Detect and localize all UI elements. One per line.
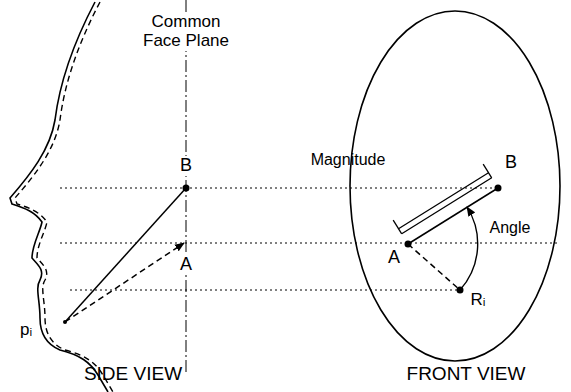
plane-title: Common Face Plane — [137, 13, 236, 50]
guide-line — [70, 290, 460, 291]
angle-label: Angle — [490, 219, 531, 237]
view-title: FRONT VIEW — [407, 364, 526, 385]
point-dot — [183, 185, 190, 192]
point-dot — [63, 320, 67, 324]
face-profile — [10, 2, 108, 392]
point-label: A — [178, 255, 194, 275]
point-label: B — [178, 156, 194, 176]
face-outline — [350, 11, 560, 361]
magnitude-bar — [402, 178, 492, 234]
vector-line — [65, 188, 186, 322]
vector-line-dashed — [65, 243, 184, 322]
angle-arc — [460, 207, 478, 290]
point-label: B — [505, 153, 517, 173]
point-dot — [405, 241, 412, 248]
magnitude-label: Magnitude — [311, 151, 386, 169]
guide-line — [60, 188, 500, 189]
point-dot — [457, 287, 464, 294]
view-title: SIDE VIEW — [84, 364, 182, 385]
magnitude-tick — [483, 164, 492, 178]
point-label: pᵢ — [20, 321, 32, 340]
magnitude-bar — [399, 173, 489, 229]
point-dot — [495, 185, 502, 192]
guide-line — [60, 243, 560, 244]
vector-line-dashed — [408, 244, 460, 290]
face-profile-dashed — [15, 2, 113, 392]
vector-line — [408, 188, 498, 244]
point-label: A — [388, 248, 400, 268]
point-label: Rᵢ — [471, 291, 486, 310]
magnitude-tick — [393, 220, 402, 234]
